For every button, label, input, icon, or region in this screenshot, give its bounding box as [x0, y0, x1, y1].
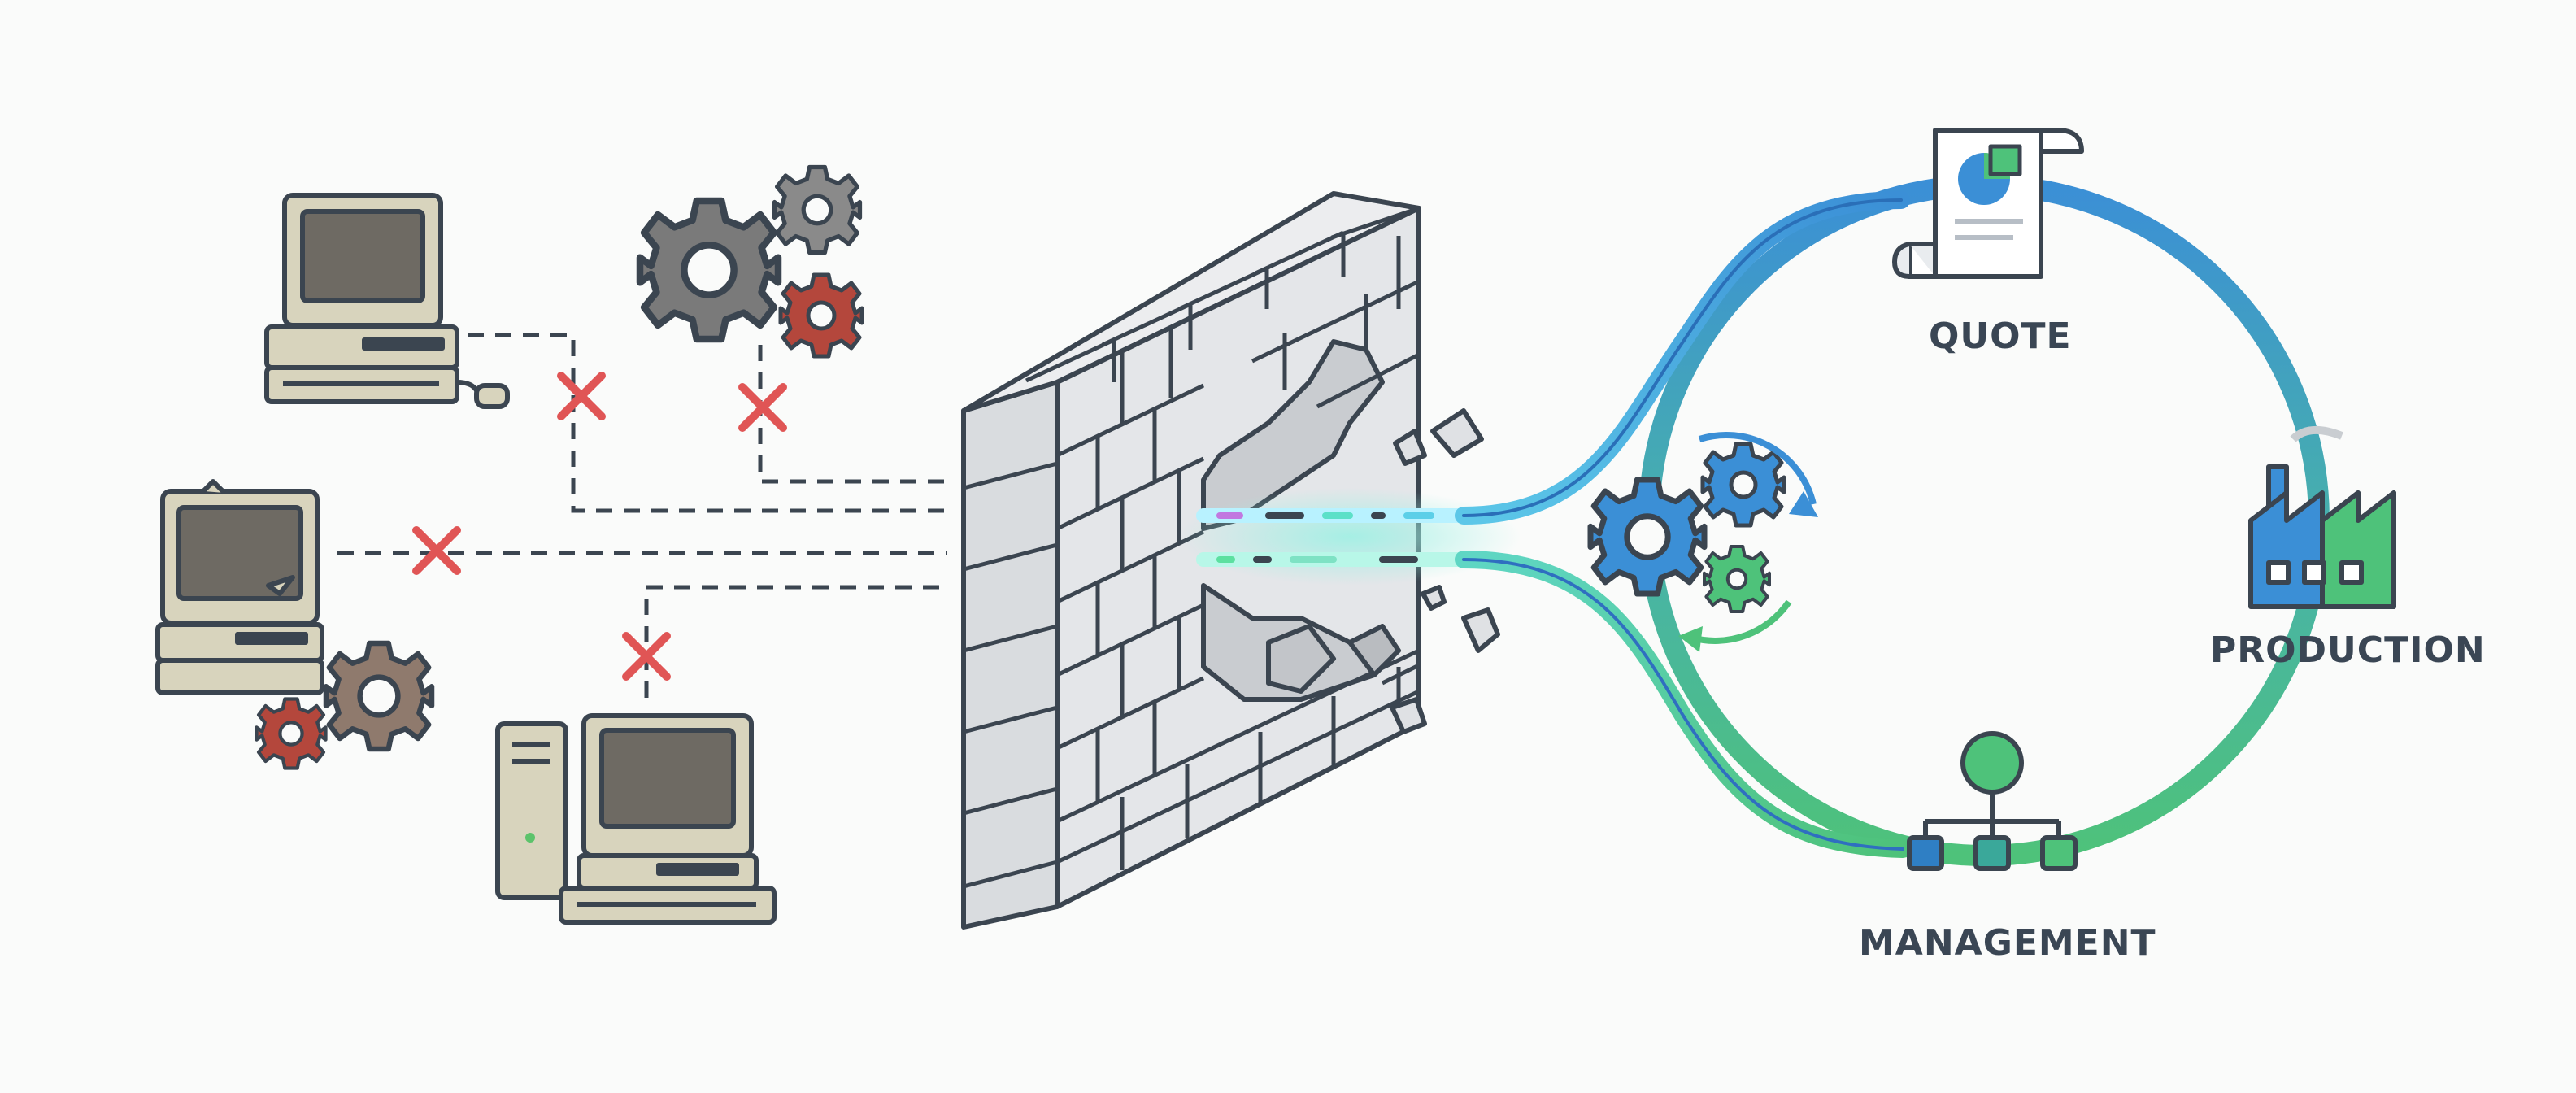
sync-gears-icon: [1590, 431, 1818, 652]
data-stream-icon: [1179, 488, 1521, 586]
production-label: PRODUCTION: [2210, 629, 2486, 671]
quote-label: QUOTE: [1929, 316, 2072, 357]
legacy-computer-icon: [155, 479, 324, 695]
document-chart-icon: [1892, 128, 2084, 279]
integration-loop: [1455, 175, 2330, 866]
legacy-computer-icon: [264, 193, 510, 409]
gear-cluster-icon: [257, 643, 433, 769]
org-chart-icon: [1907, 731, 2078, 871]
brick-wall-icon: [961, 191, 1500, 930]
management-label: MANAGEMENT: [1859, 922, 2156, 964]
blocked-x-icon: [412, 372, 787, 681]
factory-icon: [2248, 425, 2396, 609]
legacy-computer-with-tower-icon: [495, 713, 777, 925]
gear-cluster-icon: [640, 168, 862, 357]
